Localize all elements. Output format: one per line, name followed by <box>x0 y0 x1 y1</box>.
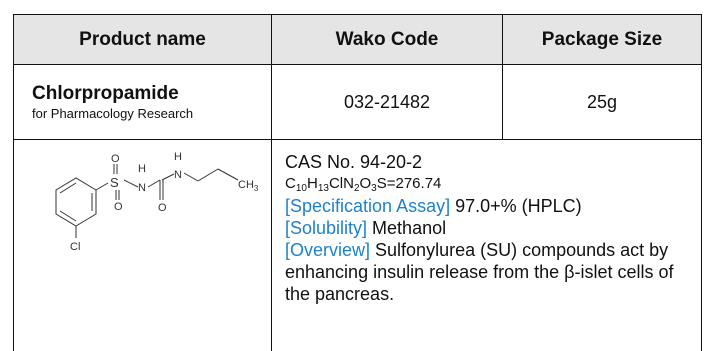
atom-ch3: CH3 <box>238 179 259 193</box>
product-subtitle: for Pharmacology Research <box>32 105 271 122</box>
formula-h: H <box>307 175 318 192</box>
product-table: Product name Wako Code Package Size Chlo… <box>13 14 702 351</box>
product-name: Chlorpropamide <box>32 83 271 105</box>
solubility-line: [Solubility] Methanol <box>285 217 693 239</box>
overview-label: [Overview] <box>285 240 370 260</box>
atom-s: S <box>110 175 119 190</box>
formula-cln: ClN <box>329 175 354 192</box>
formula-weight: S=276.74 <box>377 175 442 192</box>
overview-line: [Overview] Sulfonylurea (SU) compounds a… <box>285 239 693 305</box>
molecular-formula: C10H13ClN2O3S=276.74 <box>285 173 693 195</box>
detail-row: S O O H N O H N Cl CH3 CAS No. 94-20-2 C… <box>14 140 702 351</box>
formula-c: C <box>285 175 296 192</box>
chemical-structure-image: S O O H N O H N Cl CH3 <box>14 140 270 340</box>
header-product-name: Product name <box>14 15 272 65</box>
atom-o-top: O <box>111 153 120 165</box>
product-row: Chlorpropamide for Pharmacology Research… <box>14 65 702 140</box>
product-name-cell: Chlorpropamide for Pharmacology Research <box>14 65 272 140</box>
atom-cl: Cl <box>70 241 80 253</box>
atom-n-2: N <box>174 169 182 181</box>
formula-c-count: 10 <box>296 183 307 194</box>
header-row: Product name Wako Code Package Size <box>14 15 702 65</box>
structure-cell: S O O H N O H N Cl CH3 <box>14 140 272 351</box>
specification-value: 97.0+% (HPLC) <box>450 196 582 216</box>
atom-h-2: H <box>174 151 182 163</box>
details-cell: CAS No. 94-20-2 C10H13ClN2O3S=276.74 [Sp… <box>272 140 702 351</box>
atom-o-bottom: O <box>114 201 123 213</box>
package-size: 25g <box>503 65 702 140</box>
atom-n-1: N <box>138 182 146 194</box>
solubility-value: Methanol <box>367 218 446 238</box>
atom-h-1: H <box>138 163 146 175</box>
header-package-size: Package Size <box>503 15 702 65</box>
wako-code: 032-21482 <box>272 65 503 140</box>
header-wako-code: Wako Code <box>272 15 503 65</box>
solubility-label: [Solubility] <box>285 218 367 238</box>
specification-line: [Specification Assay] 97.0+% (HPLC) <box>285 195 693 217</box>
ch3-base: CH <box>238 179 254 191</box>
specification-label: [Specification Assay] <box>285 196 450 216</box>
atom-o-carbonyl: O <box>158 202 167 214</box>
formula-h-count: 13 <box>318 183 329 194</box>
formula-o: O <box>360 175 372 192</box>
cas-number: CAS No. 94-20-2 <box>285 151 693 173</box>
ch3-subscript: 3 <box>254 184 259 193</box>
